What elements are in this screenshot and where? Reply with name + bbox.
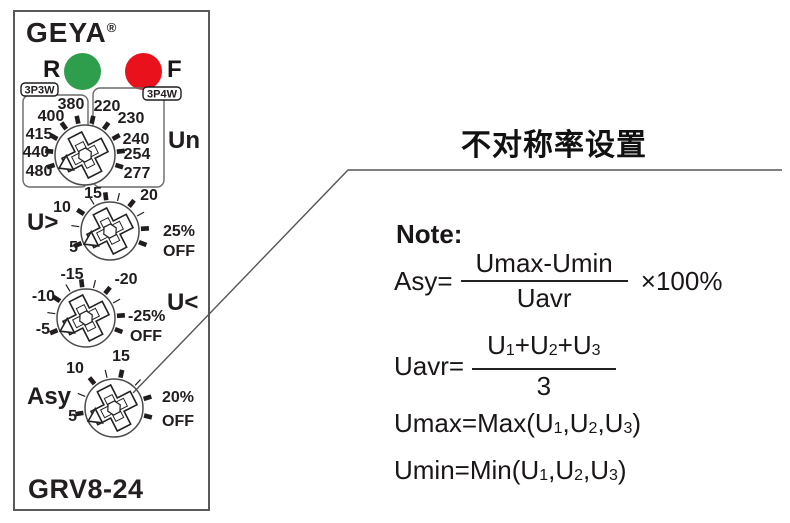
uavr-formula-numerator: U1+U2+U3 [472,331,616,370]
subscript: 1 [505,342,515,359]
note-heading: Note: [396,219,463,249]
device-panel [13,10,210,511]
subscript: 1 [539,467,549,484]
umin-definition: Umin=Min(U1,U2,U3) [394,455,627,485]
umax-definition: Umax=Max(U1,U2,U3) [394,408,642,438]
subscript: 3 [623,420,633,437]
subscript: 3 [609,467,618,484]
uavr-formula: Uavr= U1+U2+U3 3 [394,331,616,400]
uavr-formula-fraction: U1+U2+U3 3 [472,331,616,401]
registered-trademark-icon: ® [106,20,117,35]
subscript: 2 [588,420,598,437]
asy-formula-lhs: Asy= [394,265,453,296]
led-fault-indicator [125,53,162,90]
led-run-label: R [43,56,61,83]
asy-formula-denominator: Uavr [516,283,572,313]
asy-formula: Asy= Umax-Umin Uavr ×100% [394,249,722,312]
asy-formula-numerator: Umax-Umin [460,249,628,282]
brand-text: GEYA [26,17,107,48]
subscript: 3 [591,342,601,359]
led-run-indicator [64,53,101,90]
model-number: GRV8-24 [28,474,144,504]
brand-logo: GEYA® [26,17,116,49]
subscript: 2 [574,467,583,484]
uavr-formula-lhs: Uavr= [394,350,465,381]
uavr-formula-denominator: 3 [536,371,552,401]
led-fault-label: F [167,56,182,83]
asy-formula-fraction: Umax-Umin Uavr [460,249,628,313]
asy-formula-multiplier: ×100% [640,265,723,296]
callout-title: 不对称率设置 [461,129,647,162]
subscript: 2 [548,342,558,359]
subscript: 1 [553,420,563,437]
